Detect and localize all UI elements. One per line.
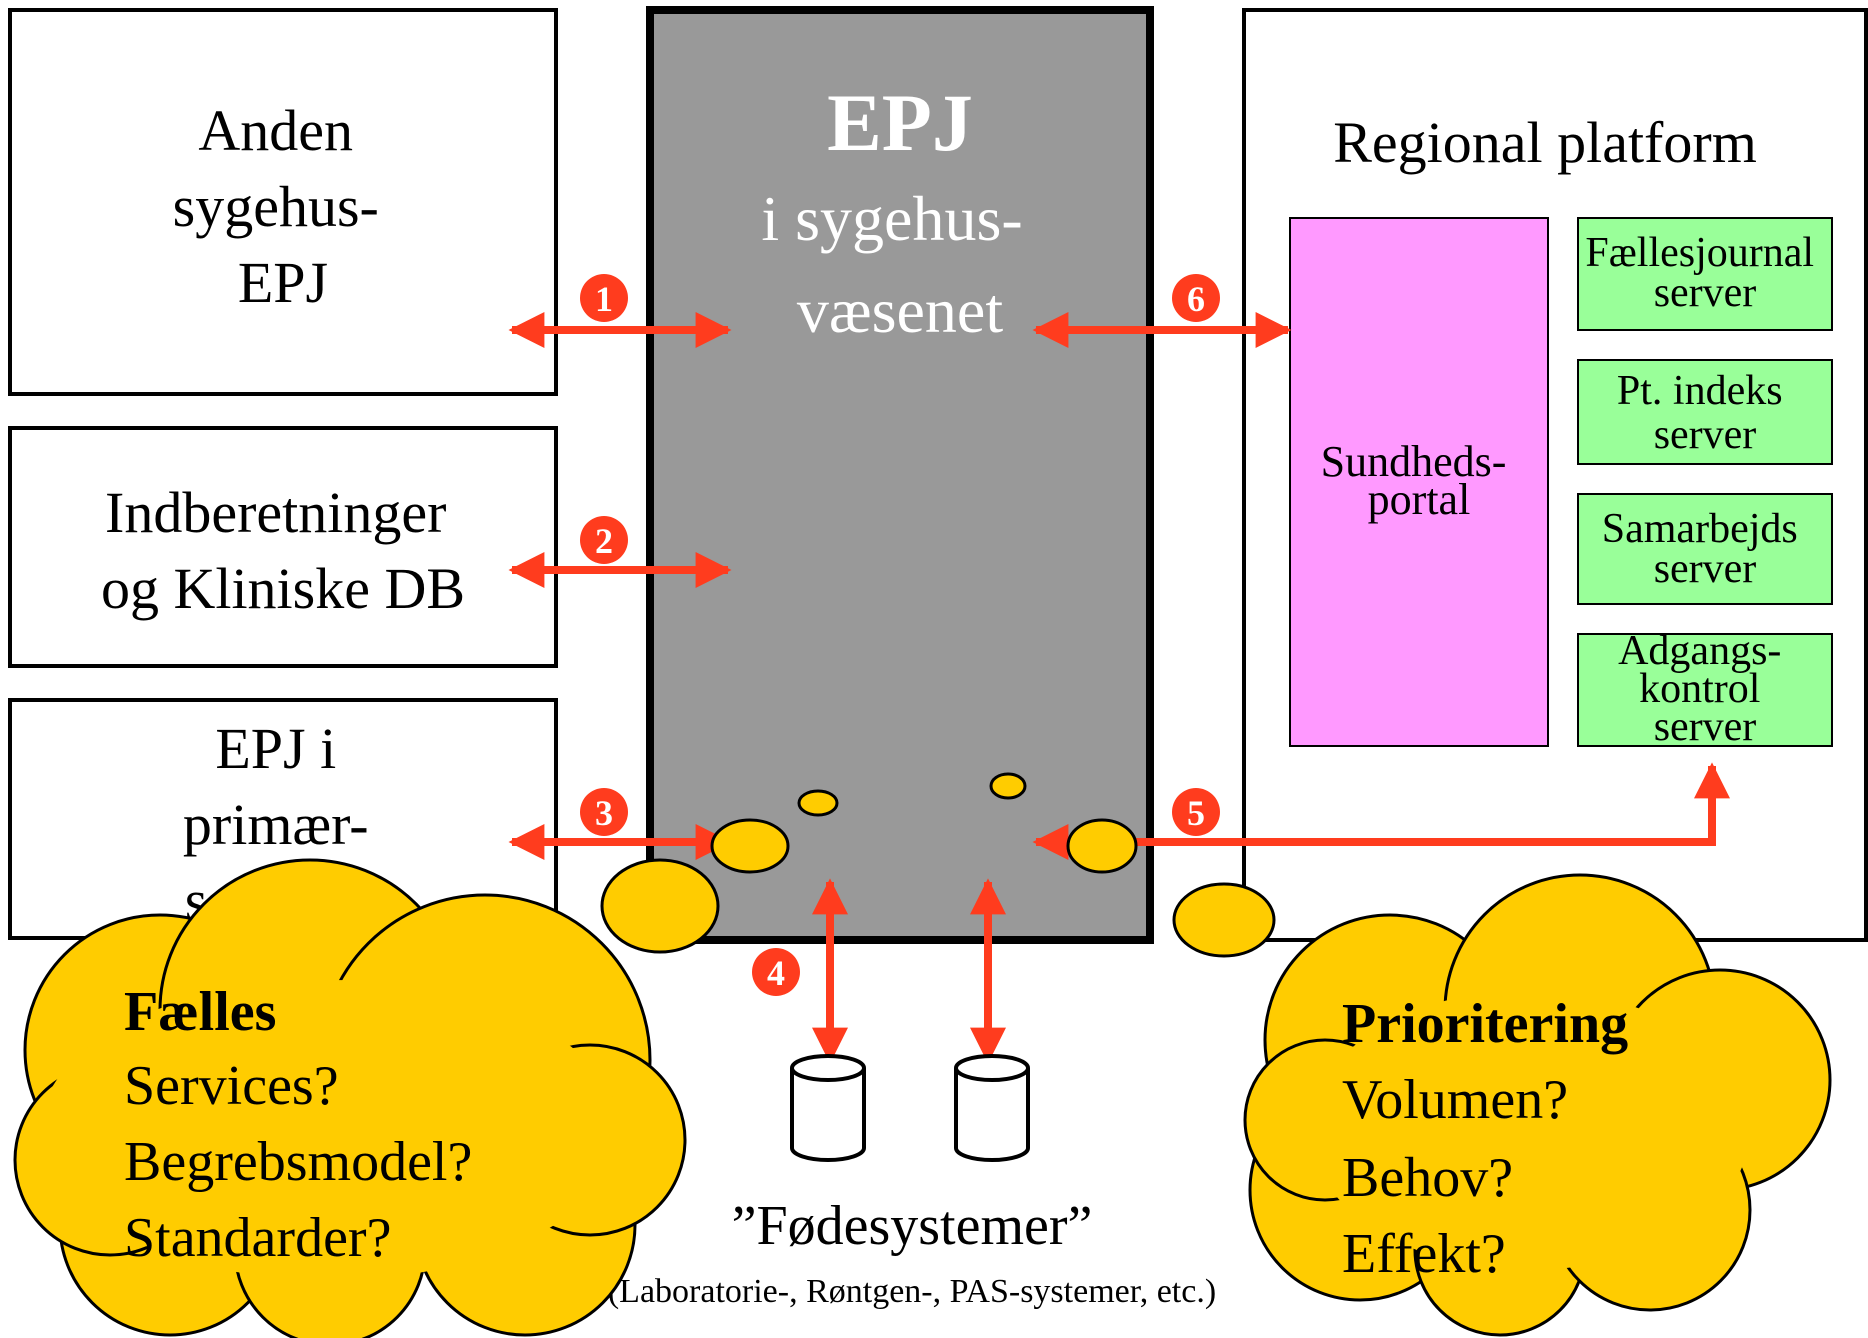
server-adgangskontrol: Adgangs- kontrol server xyxy=(1577,628,1833,750)
cloud-left-line-2: Begrebsmodel? xyxy=(124,1131,472,1193)
server-1-line-1: Fællesjournal xyxy=(1585,230,1814,276)
box-anden-sygehus-epj: Anden sygehus- EPJ xyxy=(8,8,558,396)
svg-text:3: 3 xyxy=(595,793,613,833)
cloud-right-line-2: Behov? xyxy=(1342,1147,1513,1209)
cloud-left-text: Fælles Services? Begrebsmodel? Standarde… xyxy=(124,981,486,1269)
box-regional-platform: Regional platform Sundheds- portal Fælle… xyxy=(1242,8,1868,942)
thought-cloud-right xyxy=(989,772,1832,1337)
primaer-line-2: primær- xyxy=(183,792,369,857)
svg-text:Sundheds- portal: Sundheds- portal xyxy=(1321,437,1518,524)
svg-text:5: 5 xyxy=(1187,793,1205,833)
svg-text:i sygehus- væsenet: i sygehus- væsenet xyxy=(761,183,1038,346)
svg-text:1: 1 xyxy=(595,279,613,319)
server-4-line-3: server xyxy=(1654,704,1757,750)
server-4-line-1: Adgangs- xyxy=(1618,628,1781,674)
marker-4: 4 xyxy=(752,948,800,996)
indberetninger-line-1: Indberetninger xyxy=(105,480,446,545)
server-2-line-2: server xyxy=(1654,412,1757,458)
server-faellesjournal: Fællesjournal server xyxy=(1577,217,1833,331)
indberetninger-line-2: og Kliniske DB xyxy=(101,556,465,621)
anden-line-2: sygehus- xyxy=(173,174,379,239)
server-2-line-1: Pt. indeks xyxy=(1617,368,1783,414)
server-pt-indeks: Pt. indeks server xyxy=(1577,359,1833,465)
svg-text:2: 2 xyxy=(595,521,613,561)
portal-line-1: Sundheds- xyxy=(1321,437,1507,486)
anden-line-3: EPJ xyxy=(238,250,328,315)
number-markers: 1 2 3 4 5 6 xyxy=(580,274,1220,996)
marker-3: 3 xyxy=(580,788,628,836)
portal-line-2: portal xyxy=(1368,475,1471,524)
box-indberetninger: Indberetninger og Kliniske DB xyxy=(8,426,558,668)
cloud-left-heading: Fælles xyxy=(124,981,276,1043)
marker-5: 5 xyxy=(1172,788,1220,836)
cloud-right-line-3: Effekt? xyxy=(1342,1223,1506,1285)
box-sundhedsportal: Sundheds- portal xyxy=(1289,217,1549,747)
thought-cloud-left xyxy=(13,789,839,1338)
marker-2: 2 xyxy=(580,516,628,564)
cloud-left-line-1: Services? xyxy=(124,1055,339,1117)
cloud-right-text: Prioritering Volumen? Behov? Effekt? xyxy=(1342,993,1642,1285)
server-1-line-2: server xyxy=(1654,270,1757,316)
database-icon-2 xyxy=(954,1054,1030,1162)
epj-subtitle-line-2: væsenet xyxy=(797,275,1003,346)
svg-text:Indberetninger og Klinis: Indberetninger og Kliniske DB xyxy=(101,480,465,621)
primaer-line-1: EPJ i xyxy=(215,716,336,781)
server-samarbejds: Samarbejds server xyxy=(1577,493,1833,605)
box-epj-sygehusvaesenet: EPJ i sygehus- væsenet xyxy=(646,6,1154,944)
svg-text:Anden sygehus- EPJ: Anden sygehus- EPJ xyxy=(173,98,394,315)
epj-title: EPJ xyxy=(827,77,973,168)
server-4-line-2: kontrol xyxy=(1639,666,1760,712)
server-3-line-1: Samarbejds xyxy=(1602,506,1798,552)
arrows xyxy=(508,312,1730,1064)
anden-line-1: Anden xyxy=(198,98,353,163)
svg-text:Adgangs- kontrol: Adgangs- kontrol server xyxy=(1618,628,1792,750)
svg-text:Samarbejds server: Samarbejds server xyxy=(1602,506,1808,592)
marker-1: 1 xyxy=(580,274,628,322)
cloud-left-line-3: Standarder? xyxy=(124,1207,391,1269)
cloud-right-line-1: Volumen? xyxy=(1342,1069,1568,1131)
svg-text:Pt. indeks server: Pt. indeks server xyxy=(1617,368,1793,458)
database-icon-1 xyxy=(790,1054,866,1162)
feeder-title: ”Fødesystemer” xyxy=(732,1195,1093,1257)
epj-subtitle-line-1: i sygehus- xyxy=(761,183,1022,254)
svg-text:Fællesjournal server: Fællesjournal server xyxy=(1585,230,1824,316)
feeder-subtitle: (Laboratorie-, Røntgen-, PAS-systemer, e… xyxy=(608,1273,1216,1310)
svg-text:4: 4 xyxy=(767,953,785,993)
cloud-right-heading: Prioritering xyxy=(1342,993,1628,1055)
svg-text:6: 6 xyxy=(1187,279,1205,319)
server-3-line-2: server xyxy=(1654,546,1757,592)
regional-title: Regional platform xyxy=(1333,110,1757,175)
arrow-5 xyxy=(1032,762,1730,860)
marker-6: 6 xyxy=(1172,274,1220,322)
